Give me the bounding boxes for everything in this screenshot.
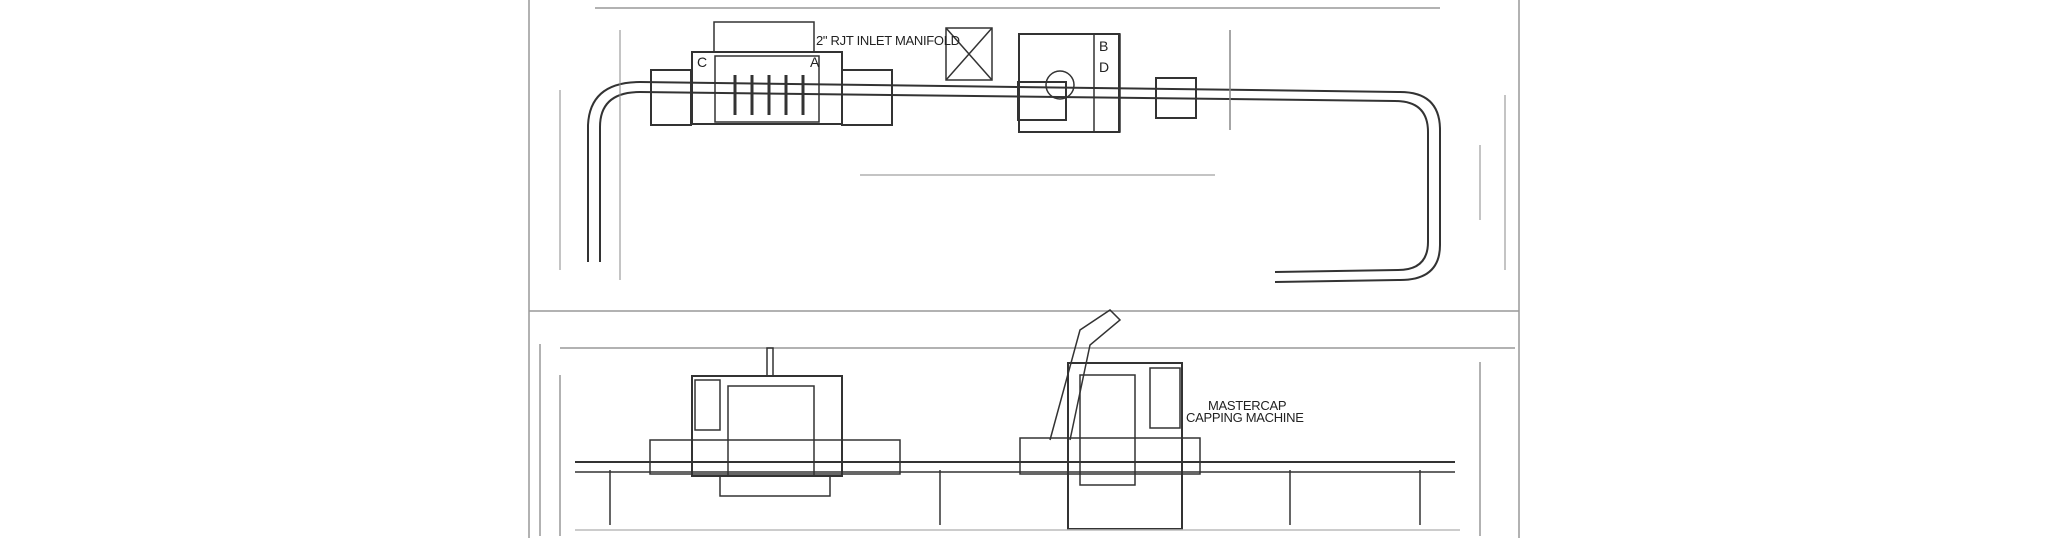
manifold-label: 2" RJT INLET MANIFOLD xyxy=(816,33,960,48)
plan-conveyor xyxy=(587,69,1441,283)
capper-marker-b: B xyxy=(1099,38,1109,54)
drawing-frame xyxy=(528,0,1520,538)
capper-marker-d: D xyxy=(1099,59,1109,75)
capper-label-line1: MASTERCAP xyxy=(1208,398,1287,413)
capper-label-line2: CAPPING MACHINE xyxy=(1186,410,1304,425)
filler-marker-a: A xyxy=(810,54,820,70)
dimension-lines xyxy=(559,30,1506,280)
side-elevation xyxy=(539,309,1515,536)
capper-plan[interactable] xyxy=(945,27,1231,133)
filler-marker-c: C xyxy=(697,54,707,70)
filler-plan[interactable] xyxy=(691,21,843,125)
